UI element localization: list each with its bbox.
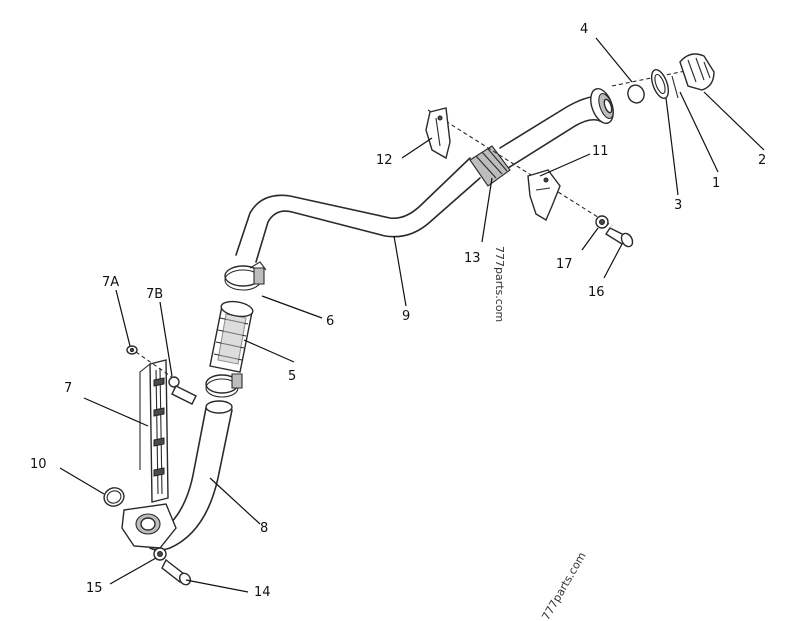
callout-12: 12 — [376, 153, 393, 168]
callout-10: 10 — [30, 457, 47, 472]
callout-8: 8 — [260, 521, 268, 536]
callout-14: 14 — [254, 585, 271, 600]
callout-7a: 7A — [102, 275, 119, 290]
bolt-16 — [605, 227, 634, 248]
callout-9: 9 — [402, 309, 410, 324]
clamp-lower — [205, 373, 243, 398]
callout-7: 7 — [64, 381, 72, 396]
callout-1: 1 — [712, 176, 720, 191]
callout-5: 5 — [288, 369, 296, 384]
centerline-7 — [135, 351, 177, 381]
nut-17 — [595, 215, 609, 229]
callout-6: 6 — [326, 314, 334, 329]
bracket-11 — [527, 169, 561, 222]
cap-2 — [679, 53, 715, 91]
pipe-8-top-end — [205, 400, 233, 414]
bolt-14 — [161, 558, 192, 586]
washer-7a — [126, 345, 138, 355]
watermark-bottom: 777parts.com — [539, 550, 588, 621]
callout-15: 15 — [86, 581, 103, 596]
heat-shield-7 — [139, 359, 169, 503]
callout-13: 13 — [464, 251, 481, 266]
nut-15 — [153, 547, 167, 561]
watermark-center: 777parts.com — [493, 246, 506, 322]
oring-10 — [103, 487, 125, 507]
centerline-upper — [427, 109, 613, 227]
clamp-13 — [469, 145, 511, 187]
callout-11: 11 — [592, 144, 609, 159]
leader-lines — [59, 37, 765, 593]
callout-4: 4 — [580, 22, 588, 37]
bracket-12 — [425, 107, 451, 160]
seal-1 — [671, 75, 679, 99]
pipe-flange — [590, 88, 614, 124]
clamp-6 — [224, 261, 267, 291]
gasket-4 — [627, 84, 645, 104]
flange-lower — [121, 503, 177, 549]
ring-3 — [650, 69, 670, 99]
callout-3: 3 — [674, 198, 682, 213]
bolt-7b — [168, 376, 197, 405]
callout-17: 17 — [556, 257, 573, 272]
flex-pipe-5 — [209, 300, 254, 373]
callout-2: 2 — [758, 153, 766, 168]
callout-7b: 7B — [146, 287, 163, 302]
callout-16: 16 — [588, 285, 605, 300]
